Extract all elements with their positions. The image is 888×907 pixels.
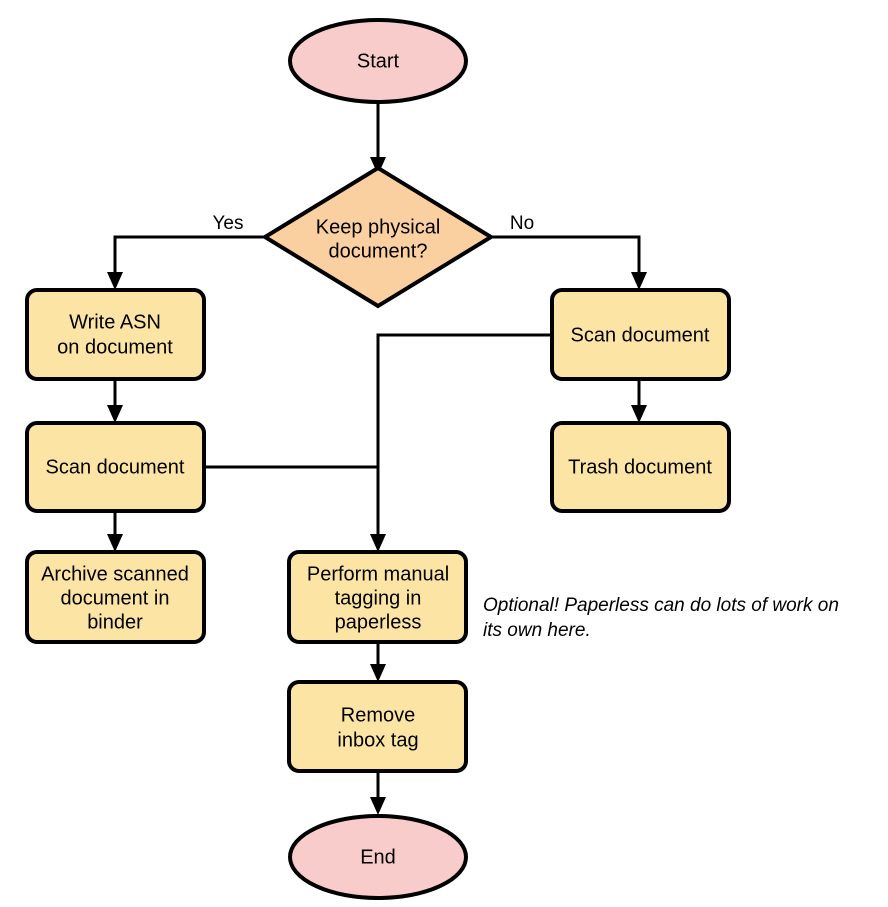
node-scan-document-right-label: Scan document [571,324,710,346]
node-decision-label-line2: document? [329,240,428,262]
node-scan-document-right[interactable]: Scan document [550,288,731,381]
node-trash-document-label: Trash document [568,456,712,478]
node-remove-inbox-label-line1: Remove [341,704,415,726]
node-start-label: Start [357,50,400,72]
node-trash-document[interactable]: Trash document [550,421,731,513]
node-end-label: End [360,846,396,868]
node-scan-document-left-label: Scan document [46,456,185,478]
node-manual-tagging-label-line2: tagging in [335,587,422,609]
node-archive-label-line1: Archive scanned [41,563,189,585]
node-archive-scanned-document[interactable]: Archive scanned document in binder [25,550,206,644]
node-write-asn-label-line2: on document [57,336,173,358]
edge-label-yes: Yes [213,213,244,234]
node-archive-label-line2: document in [61,587,170,609]
edge-scan-right-to-manual-tagging [370,333,552,552]
node-remove-inbox-label-line2: inbox tag [337,729,418,751]
node-perform-manual-tagging[interactable]: Perform manual tagging in paperless [287,550,468,644]
edge-remove-inbox-to-end [370,771,386,815]
edge-scan-left-to-archive [107,511,123,552]
edge-scan-right-to-trash [631,379,647,423]
node-archive-label-line3: binder [87,611,143,633]
edge-write-asn-to-scan-left [107,379,123,423]
node-decision-label-line1: Keep physical [316,216,441,238]
node-remove-inbox-tag[interactable]: Remove inbox tag [287,680,468,773]
node-start[interactable]: Start [288,18,468,104]
node-manual-tagging-label-line3: paperless [335,611,422,633]
node-end[interactable]: End [288,814,468,900]
edge-manual-tagging-to-remove-inbox [370,642,386,682]
node-write-asn-label-line1: Write ASN [69,311,161,333]
edge-decision-no-to-scan-right [491,235,647,290]
annotation-line2: its own here. [483,620,591,641]
node-scan-document-left[interactable]: Scan document [25,421,206,513]
edge-start-to-decision [370,103,386,175]
node-write-asn[interactable]: Write ASN on document [25,288,206,381]
annotation-line1: Optional! Paperless can do lots of work … [483,595,839,616]
edge-label-no: No [510,213,534,234]
annotation-optional-note: Optional! Paperless can do lots of work … [483,595,839,641]
node-decision-keep-physical-document[interactable]: Keep physical document? [261,165,495,309]
node-manual-tagging-label-line1: Perform manual [307,563,449,585]
edge-decision-yes-to-write-asn [107,235,265,290]
